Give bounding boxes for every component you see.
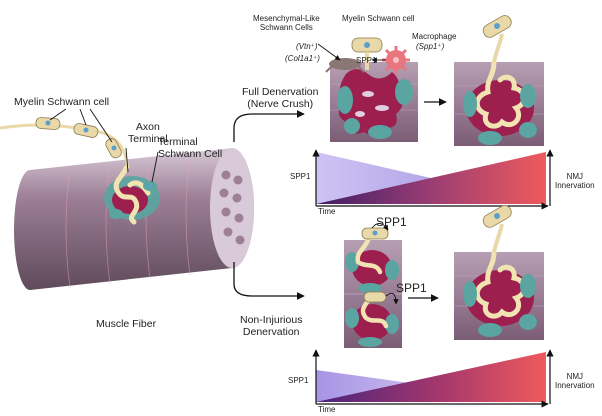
gradient-bottom-time-label: Time xyxy=(318,405,336,414)
left-pointer-lines xyxy=(49,108,159,183)
bottom-panel-1 xyxy=(344,223,402,348)
label-spp1-top: SPP1 xyxy=(356,56,377,65)
label-non-injurious: Non-Injurious Denervation xyxy=(240,314,303,339)
label-spp1-mid-b: SPP1 xyxy=(396,281,427,295)
label-terminal-schwann: Terminal Schwann Cell xyxy=(158,136,223,161)
label-axon-terminal: Axon Terminal xyxy=(128,121,168,146)
label-myelin-schwann-top: Myelin Schwann cell xyxy=(342,14,415,23)
gradient-top-spp1-label: SPP1 xyxy=(290,172,311,181)
label-mesenchymal: Mesenchymal-Like Schwann Cells xyxy=(253,14,320,33)
top-panel-2 xyxy=(454,15,544,146)
bottom-panel-2 xyxy=(454,205,544,340)
innervation-wedge-bottom xyxy=(316,352,546,402)
label-spp1-mid-a: SPP1 xyxy=(376,215,407,229)
gradient-chart-top xyxy=(312,149,554,210)
label-full-denervation: Full Denervation (Nerve Crush) xyxy=(242,86,319,111)
label-macrophage: Macrophage xyxy=(412,32,457,41)
gradient-top-time-label: Time xyxy=(318,207,336,216)
top-panel-1 xyxy=(317,37,418,142)
label-vtn-plus: (Vtn⁺) xyxy=(296,42,318,51)
axon-left xyxy=(0,117,130,169)
macrophage-icon xyxy=(382,46,410,74)
gradient-top-nmj-label: NMJ Innervation xyxy=(555,172,595,191)
label-muscle-fiber: Muscle Fiber xyxy=(96,318,157,330)
gradient-bottom-spp1-label: SPP1 xyxy=(288,376,309,385)
label-col1a1-plus: (Col1a1⁺) xyxy=(285,54,320,63)
innervation-wedge-top xyxy=(316,152,546,204)
gradient-chart-bottom xyxy=(312,349,554,408)
label-spp1-plus: (Spp1⁺) xyxy=(416,42,445,51)
label-myelin-schwann-left: Myelin Schwann cell xyxy=(14,96,110,108)
branch-arrows xyxy=(233,110,305,300)
gradient-bottom-nmj-label: NMJ Innervation xyxy=(555,372,595,391)
nmj-left xyxy=(104,165,160,225)
fiber-cross-section xyxy=(219,170,245,245)
